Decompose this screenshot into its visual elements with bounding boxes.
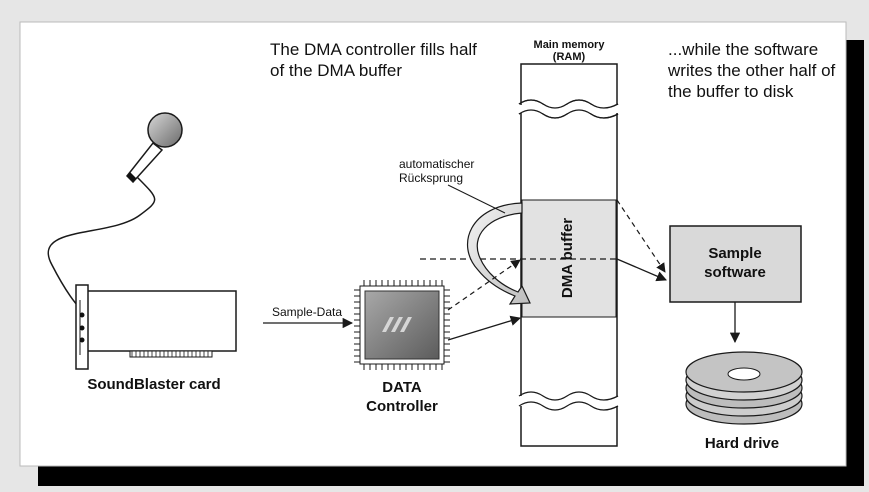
buffer-to-software-solid-arrow	[616, 258, 667, 282]
hard-drive-icon	[685, 351, 803, 425]
controller-to-buffer-solid-arrow	[447, 315, 521, 341]
auto-jump-leader	[447, 184, 506, 214]
data-controller-chip-icon	[354, 280, 450, 370]
sample-data-label: Sample-Data	[272, 305, 342, 319]
buffer-to-software-dashed-arrow	[616, 199, 666, 273]
dma-fill-caption: The DMA controller fills half of the DMA…	[270, 40, 477, 80]
auto-jump-label-line2: Rücksprung	[399, 171, 463, 185]
microphone-icon	[47, 112, 183, 319]
data-controller-label-line1: DATA	[382, 379, 422, 396]
auto-jump-label-line1: automatischer	[399, 157, 474, 171]
soundblaster-card-icon	[75, 284, 237, 370]
sample-software-label-line2: software	[704, 264, 766, 281]
main-memory-label-line2: (RAM)	[553, 51, 586, 63]
dma-buffer-label: DMA buffer	[559, 218, 576, 298]
controller-to-buffer-dashed-arrow	[447, 259, 521, 311]
auto-jump-arrow	[467, 202, 531, 305]
data-controller-label-line2: Controller	[366, 398, 438, 415]
software-writes-caption: ...while the software writes the other h…	[668, 40, 836, 101]
soundblaster-card-label: SoundBlaster card	[87, 376, 220, 393]
sample-software-box	[669, 225, 802, 303]
main-memory-label-line1: Main memory	[534, 39, 606, 51]
sample-software-label-line1: Sample	[708, 245, 761, 262]
hard-drive-label: Hard drive	[705, 435, 779, 452]
